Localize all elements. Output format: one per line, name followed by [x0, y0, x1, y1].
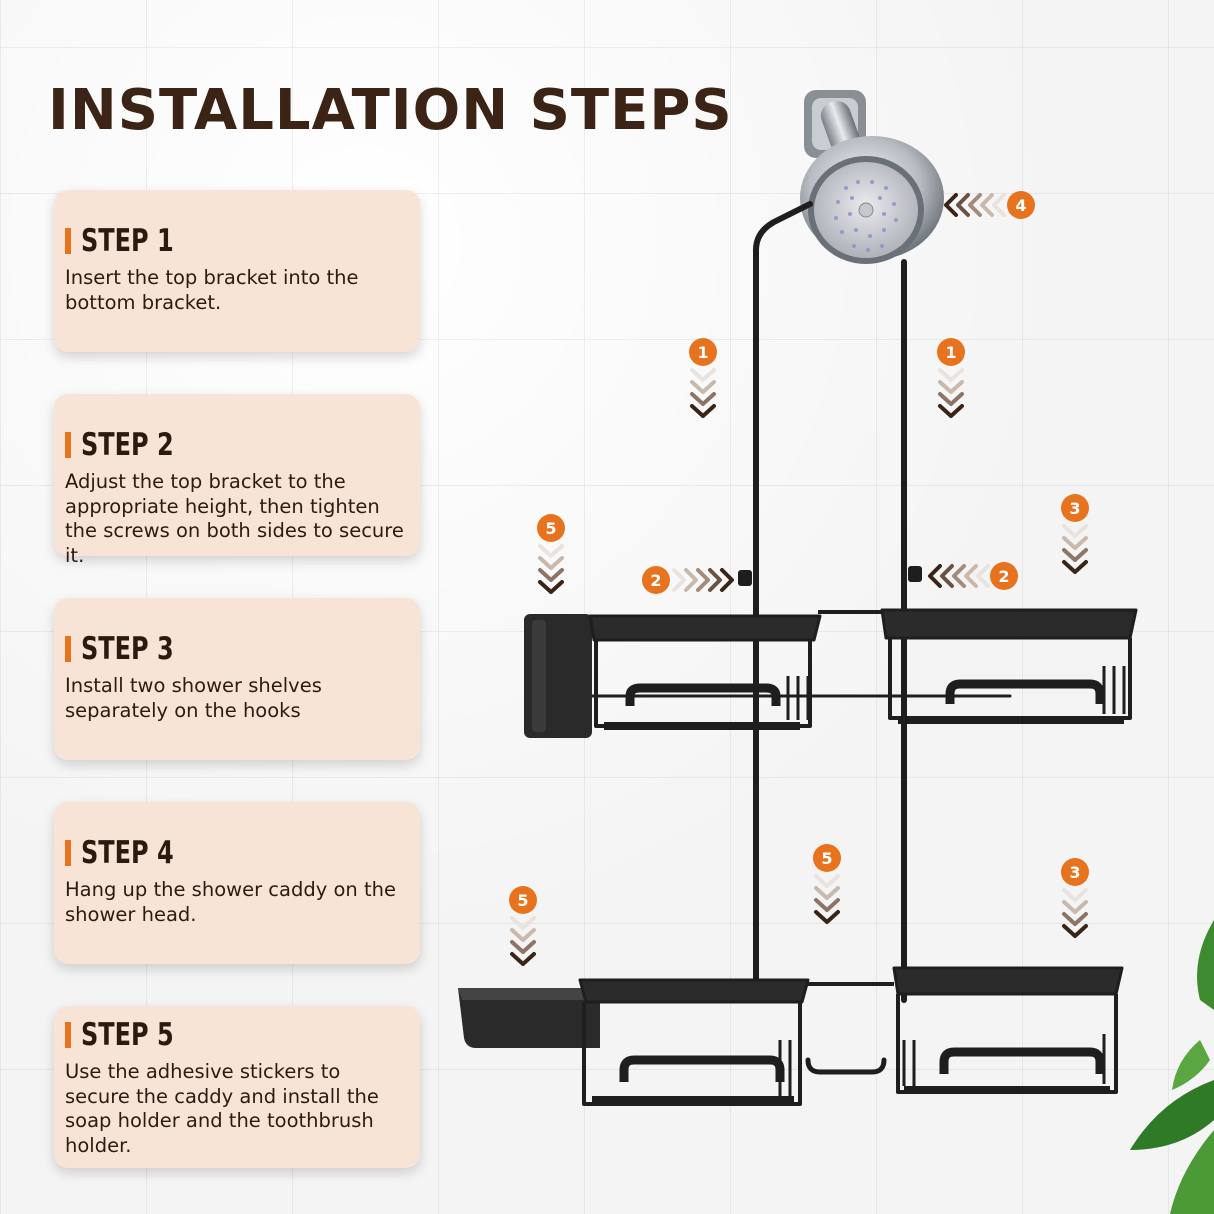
step-title: STEP 5: [81, 1017, 174, 1053]
step-card-4: STEP 4 Hang up the shower caddy on the s…: [54, 802, 420, 964]
chevron-left-icon: [944, 193, 1006, 217]
step-marker: 5: [537, 514, 565, 542]
step-description: Hang up the shower caddy on the shower h…: [65, 878, 396, 926]
step-marker: 1: [937, 338, 965, 366]
toothbrush-holder: [524, 614, 592, 738]
step-description: Adjust the top bracket to the appropriat…: [65, 470, 404, 567]
shower-head: [800, 136, 944, 264]
step-accent-bar: [65, 840, 71, 866]
marker-number: 2: [650, 571, 661, 590]
step-marker: 3: [1061, 494, 1089, 522]
marker-number: 4: [1015, 196, 1026, 215]
chevron-right-icon: [672, 568, 734, 592]
step-card-2: STEP 2 Adjust the top bracket to the app…: [54, 394, 420, 567]
lower-shelves: [578, 966, 1124, 1106]
step-marker: 2: [642, 566, 670, 594]
step-marker: 4: [1007, 191, 1035, 219]
step-title: STEP 4: [81, 835, 174, 871]
step-marker: 1: [689, 338, 717, 366]
marker-number: 3: [1069, 499, 1080, 518]
step-description: Insert the top bracket into the bottom b…: [65, 266, 359, 314]
step-title: STEP 3: [81, 631, 174, 667]
step-title: STEP 1: [81, 223, 174, 259]
plant-leaf-icon: [1130, 920, 1214, 1214]
page-title: INSTALLATION STEPS: [48, 78, 733, 143]
step-accent-bar: [65, 636, 71, 662]
marker-number: 5: [545, 519, 556, 538]
marker-number: 5: [517, 891, 528, 910]
step-card-1: STEP 1 Insert the top bracket into the b…: [54, 190, 420, 352]
step-accent-bar: [65, 1022, 71, 1048]
step-card-3: STEP 3 Install two shower shelves separa…: [54, 598, 420, 760]
step-marker: 5: [813, 844, 841, 872]
step-accent-bar: [65, 432, 71, 458]
marker-number: 5: [821, 849, 832, 868]
soap-holder: [458, 988, 600, 1048]
step-marker: 2: [990, 562, 1018, 590]
chevron-left-icon: [928, 564, 990, 588]
step-card-5: STEP 5 Use the adhesive stickers to secu…: [54, 1006, 420, 1168]
step-description: Install two shower shelves separately on…: [65, 674, 322, 722]
step-marker: 5: [509, 886, 537, 914]
marker-number: 3: [1069, 863, 1080, 882]
marker-number: 2: [998, 567, 1009, 586]
step-title: STEP 2: [81, 427, 174, 463]
marker-number: 1: [697, 343, 708, 362]
bracket-knobs: [738, 566, 922, 586]
upper-shelves: [588, 608, 1138, 730]
chevron-down-icon: [510, 368, 1088, 966]
step-accent-bar: [65, 228, 71, 254]
step-marker: 3: [1061, 858, 1089, 886]
step-description: Use the adhesive stickers to secure the …: [65, 1060, 379, 1157]
marker-number: 1: [945, 343, 956, 362]
